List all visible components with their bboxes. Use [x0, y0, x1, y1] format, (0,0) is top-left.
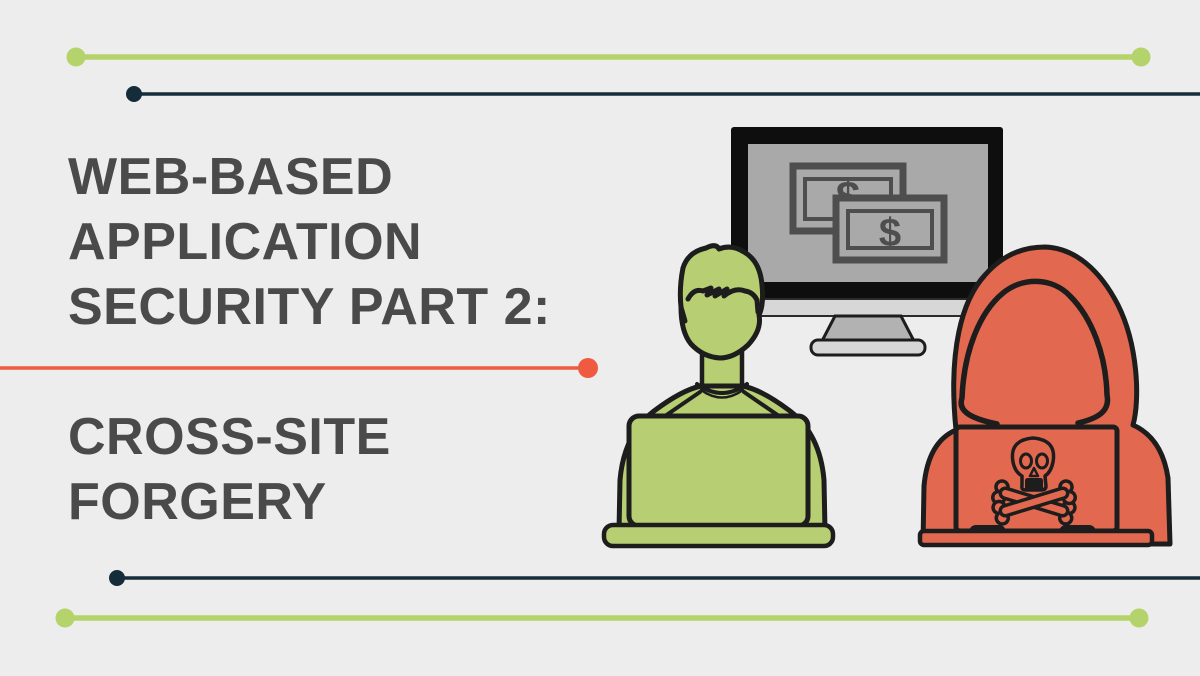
hacker-hoodie-icon [917, 244, 1173, 548]
accent-line-green-bottom [55, 608, 1149, 628]
accent-line-red-middle [0, 358, 598, 378]
subtitle-line-2: FORGERY [68, 473, 327, 531]
accent-line-green-top [66, 47, 1151, 67]
monitor-icon: $ $ [730, 127, 1004, 357]
subtitle-line-1: CROSS-SITE [68, 408, 391, 466]
developer-user-icon [601, 243, 836, 549]
title-line-3: SECURITY PART 2: [68, 278, 551, 336]
accent-line-navy-top [126, 86, 1200, 102]
accent-line-navy-bottom [109, 570, 1200, 586]
dollar-bills-icon: $ $ [789, 162, 948, 264]
laptop-icon [601, 413, 836, 549]
page-title: WEB-BASED APPLICATION SECURITY PART 2: [68, 145, 551, 340]
dollar-symbol: $ [879, 211, 901, 255]
title-line-1: WEB-BASED [68, 148, 394, 206]
page-subtitle: CROSS-SITE FORGERY [68, 405, 391, 535]
title-line-2: APPLICATION [68, 213, 423, 271]
skull-crossbones-icon [991, 436, 1077, 526]
